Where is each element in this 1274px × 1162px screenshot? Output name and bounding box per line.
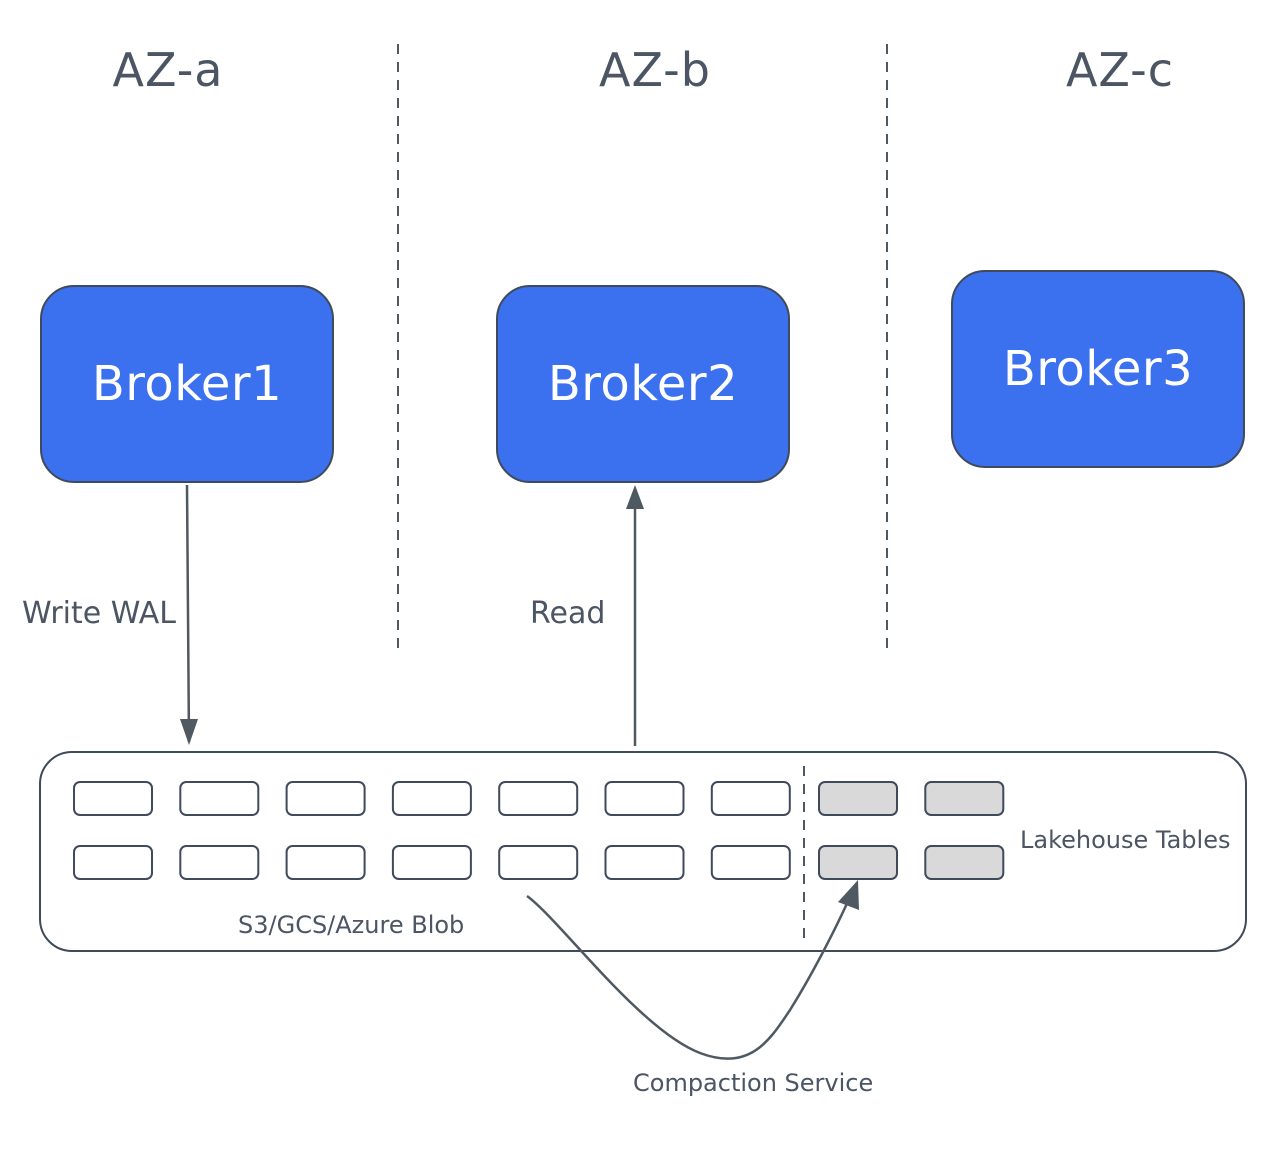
wal-segment — [179, 781, 260, 816]
lakehouse-table — [924, 781, 1005, 816]
write-wal-arrow — [185, 484, 191, 743]
lakehouse-tables-label: Lakehouse Tables — [1020, 826, 1231, 854]
wal-segment — [498, 845, 579, 880]
lakehouse-table — [818, 845, 898, 880]
read-label: Read — [530, 596, 606, 631]
zone-label-az-b: AZ-b — [599, 43, 711, 97]
wal-segments — [73, 781, 791, 880]
object-storage-label: S3/GCS/Azure Blob — [238, 911, 465, 939]
compaction-curve — [526, 889, 855, 1060]
broker-3-label: Broker3 — [1002, 341, 1194, 397]
lakehouse-table — [924, 845, 1005, 880]
wal-segment — [604, 845, 685, 880]
wal-segment — [73, 845, 153, 880]
lakehouse-table — [818, 781, 898, 816]
wal-segment — [710, 781, 791, 816]
compaction-arrowhead — [838, 880, 859, 910]
wal-segment — [710, 845, 791, 880]
write-wal-label: Write WAL — [22, 596, 176, 631]
wal-segment — [391, 781, 472, 816]
wal-segment — [391, 845, 472, 880]
wal-segment — [285, 781, 366, 816]
broker-2-node[interactable]: Broker2 — [496, 285, 790, 483]
zone-label-az-c: AZ-c — [1065, 43, 1175, 97]
broker-2-label: Broker2 — [547, 356, 739, 412]
broker-1-node[interactable]: Broker1 — [40, 285, 334, 483]
broker-3-node[interactable]: Broker3 — [951, 270, 1245, 468]
wal-segment — [73, 781, 153, 816]
read-arrowhead — [626, 485, 644, 509]
wal-segment — [498, 781, 579, 816]
lakehouse-tables — [818, 781, 1005, 880]
zone-label-az-a: AZ-a — [112, 43, 224, 97]
wal-segment — [604, 781, 685, 816]
compaction-service-label: Compaction Service — [633, 1069, 874, 1097]
wal-segment — [179, 845, 260, 880]
broker-1-label: Broker1 — [91, 356, 283, 412]
write-wal-arrowhead — [180, 719, 198, 745]
wal-segment — [285, 845, 366, 880]
